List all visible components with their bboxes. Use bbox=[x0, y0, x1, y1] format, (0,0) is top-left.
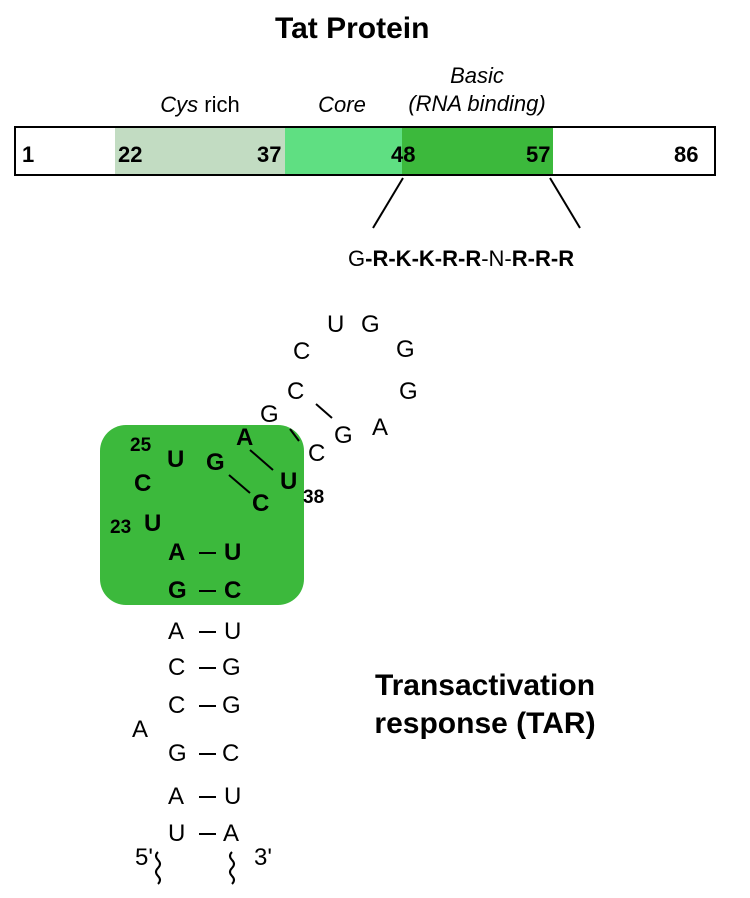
position-37: 37 bbox=[257, 142, 282, 167]
tar-title-line1: Transactivation bbox=[374, 669, 596, 702]
nucleotide: G bbox=[399, 378, 418, 405]
tar-title: Transactivation response (TAR) bbox=[355, 667, 615, 743]
amino-acid: -R bbox=[527, 246, 551, 271]
bulge-bond-au bbox=[249, 449, 274, 471]
cys-italic-text: Cys bbox=[160, 92, 199, 117]
nucleotide: A bbox=[372, 414, 389, 441]
nucleotide: C bbox=[134, 470, 152, 497]
rich-text: rich bbox=[198, 92, 240, 117]
position-38: 38 bbox=[303, 487, 325, 508]
nucleotide: U bbox=[280, 468, 298, 495]
base-pair-bond bbox=[199, 833, 216, 835]
nucleotide: C bbox=[168, 692, 186, 719]
position-22: 22 bbox=[118, 142, 143, 167]
base-pair-bond bbox=[199, 796, 216, 798]
bulge-bond-gc bbox=[228, 474, 251, 494]
position-25: 25 bbox=[130, 435, 152, 456]
nucleotide: G bbox=[396, 336, 415, 363]
nucleotide: A bbox=[168, 783, 185, 810]
three-prime-end: 3' bbox=[254, 844, 272, 871]
nucleotide: A bbox=[168, 618, 185, 645]
nucleotide: U bbox=[224, 539, 242, 566]
base-pair-bond bbox=[199, 667, 216, 669]
nucleotide: C bbox=[224, 577, 242, 604]
amino-acid: -R bbox=[458, 246, 482, 271]
nucleotide: G bbox=[222, 692, 241, 719]
loop-bond bbox=[289, 428, 300, 442]
nucleotide: A bbox=[168, 539, 186, 566]
basic-line1: Basic bbox=[450, 63, 504, 88]
nucleotide: U bbox=[327, 311, 345, 338]
nucleotide: U bbox=[224, 783, 242, 810]
position-23: 23 bbox=[110, 517, 132, 538]
base-pair-bond bbox=[199, 631, 216, 633]
nucleotide: G bbox=[168, 740, 187, 767]
basic-sequence: G-R-K-K-R-R-N-R-R-R bbox=[348, 246, 574, 272]
domain-label-core: Core bbox=[318, 92, 366, 117]
amino-acid: -K bbox=[388, 246, 412, 271]
nucleotide: G bbox=[334, 422, 353, 449]
connector-line-right bbox=[549, 177, 581, 229]
amino-acid: G bbox=[348, 246, 366, 271]
nucleotide: C bbox=[287, 378, 305, 405]
tar-title-line2: response (TAR) bbox=[374, 707, 596, 740]
segment-core bbox=[285, 128, 402, 174]
nucleotide: G bbox=[361, 311, 380, 338]
amino-acid: -R bbox=[434, 246, 458, 271]
nucleotide: U bbox=[168, 820, 186, 847]
nucleotide: U bbox=[144, 510, 162, 537]
amino-acid: -R bbox=[550, 246, 575, 271]
tail-3prime bbox=[229, 851, 235, 885]
amino-acid: -R bbox=[365, 246, 389, 271]
segment-cys-rich bbox=[115, 128, 285, 174]
protein-bar bbox=[14, 126, 716, 176]
nucleotide: G bbox=[168, 577, 187, 604]
nucleotide: C bbox=[293, 338, 311, 365]
segment-basic bbox=[402, 128, 553, 174]
position-1: 1 bbox=[22, 142, 35, 167]
protein-title: Tat Protein bbox=[275, 12, 430, 45]
position-57: 57 bbox=[526, 142, 551, 167]
basic-line2: (RNA binding) bbox=[408, 91, 546, 116]
nucleotide: G bbox=[260, 401, 279, 428]
domain-label-basic: Basic (RNA binding) bbox=[392, 62, 562, 118]
nucleotide: A bbox=[132, 716, 149, 743]
nucleotide: U bbox=[224, 618, 242, 645]
position-86: 86 bbox=[674, 142, 699, 167]
tat-binding-region bbox=[100, 425, 304, 605]
five-prime-end: 5' bbox=[135, 844, 153, 871]
domain-label-cys-rich: Cys rich bbox=[150, 92, 250, 118]
nucleotide: C bbox=[222, 740, 240, 767]
amino-acid: -N- bbox=[481, 246, 512, 271]
nucleotide: G bbox=[222, 654, 241, 681]
base-pair-bond bbox=[199, 590, 216, 592]
nucleotide: A bbox=[223, 820, 240, 847]
nucleotide: C bbox=[308, 440, 326, 467]
position-48: 48 bbox=[391, 142, 416, 167]
nucleotide: G bbox=[206, 449, 225, 476]
base-pair-bond bbox=[199, 705, 216, 707]
nucleotide: U bbox=[167, 446, 185, 473]
base-pair-bond bbox=[199, 753, 216, 755]
amino-acid: -K bbox=[411, 246, 435, 271]
base-pair-bond bbox=[199, 552, 216, 554]
tail-5prime bbox=[155, 851, 161, 885]
amino-acid: R bbox=[511, 246, 528, 271]
connector-line-left bbox=[372, 177, 404, 229]
nucleotide: A bbox=[236, 424, 254, 451]
nucleotide: C bbox=[168, 654, 186, 681]
nucleotide: C bbox=[252, 490, 270, 517]
upper-bond bbox=[315, 403, 333, 419]
